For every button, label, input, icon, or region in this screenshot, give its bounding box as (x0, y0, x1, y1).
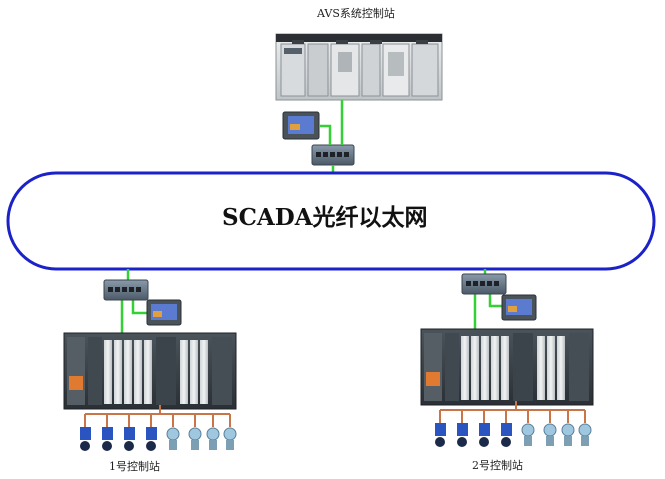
station-2-hmi-panel (501, 294, 537, 321)
station-1-field-instruments (80, 427, 237, 451)
avs-plc-rack (275, 33, 443, 101)
station-2-plc-rack (420, 328, 594, 406)
station-1-label: 1号控制站 (109, 460, 160, 473)
station-1-plc-rack (63, 332, 237, 410)
station-2-links (473, 269, 503, 329)
station-1-hmi-panel (146, 299, 182, 326)
station-2-ethernet-switch (461, 273, 507, 295)
scada-fiber-ring (6, 171, 656, 271)
avs-hmi-panel (282, 111, 320, 140)
avs-ethernet-switch (311, 144, 355, 166)
station-2-field-bus (439, 401, 586, 423)
station-1-ethernet-switch (103, 279, 149, 301)
avs-station-label: AVS系统控制站 (317, 7, 395, 20)
station-2-label: 2号控制站 (472, 459, 523, 472)
station-1-links (120, 269, 148, 333)
station-1-field-bus (84, 405, 231, 427)
network-title: SCADA光纤以太网 (222, 204, 428, 231)
station-2-field-instruments (435, 423, 592, 447)
